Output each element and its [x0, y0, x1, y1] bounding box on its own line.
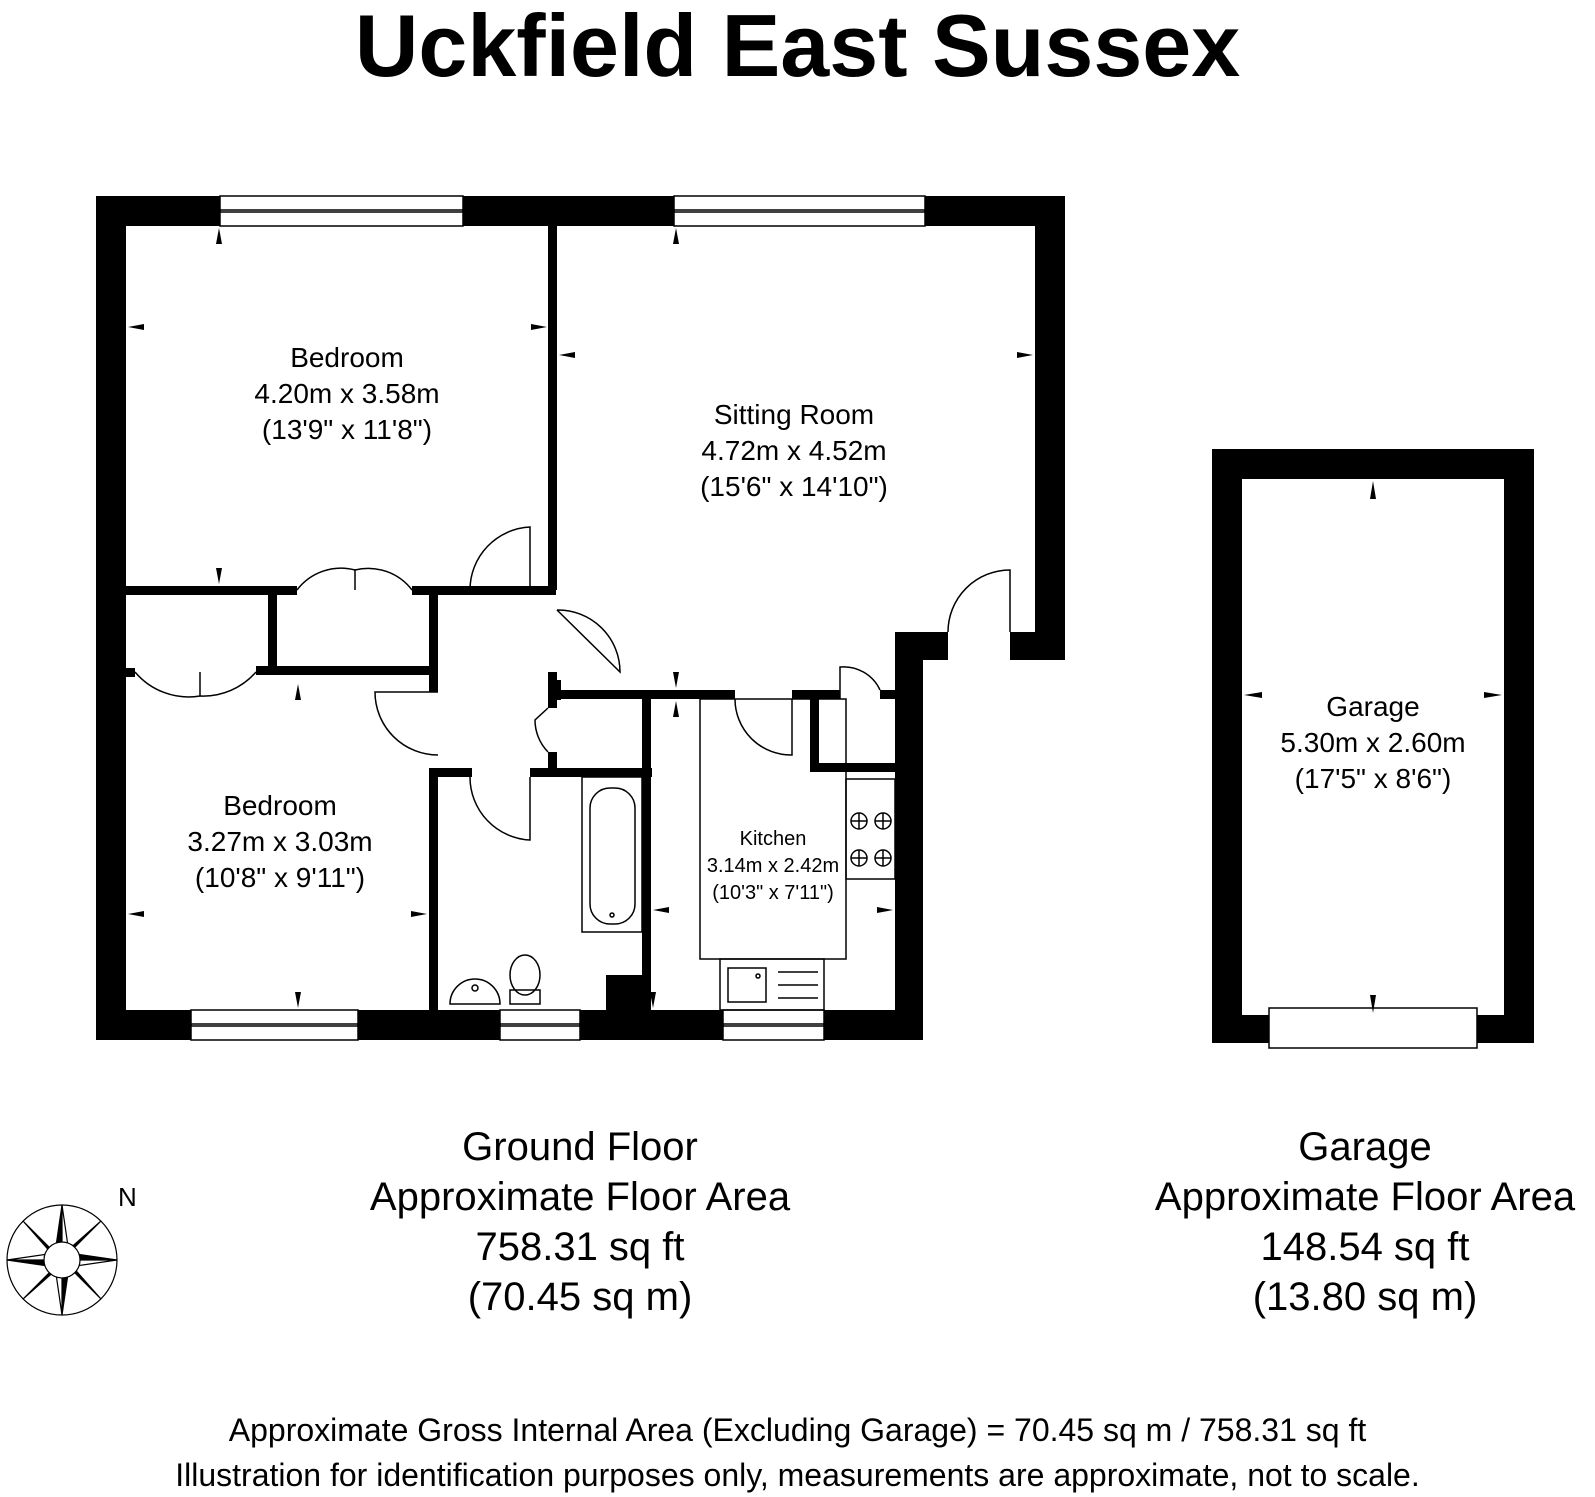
north-label: N — [118, 1182, 137, 1212]
room-label-sitting-room: Sitting Room 4.72m x 4.52m (15'6" x 14'1… — [664, 397, 924, 505]
ground-floor-summary: Ground Floor Approximate Floor Area 758.… — [330, 1122, 830, 1322]
room-label-kitchen: Kitchen 3.14m x 2.42m (10'3" x 7'11") — [700, 826, 846, 907]
room-size-metric: 4.20m x 3.58m — [254, 378, 440, 409]
room-name: Kitchen — [739, 828, 807, 850]
dimension-markers — [128, 228, 1502, 1013]
area-label: Approximate Floor Area — [1154, 1175, 1576, 1219]
room-size-metric: 3.27m x 3.03m — [187, 826, 373, 857]
gross-area-note: Approximate Gross Internal Area (Excludi… — [228, 1412, 1367, 1448]
room-size-imperial: (10'8" x 9'11") — [194, 862, 366, 893]
area-sqft: 758.31 sq ft — [475, 1225, 685, 1269]
room-size-imperial: (13'9" x 11'8") — [261, 414, 433, 445]
door-swings — [134, 526, 1011, 841]
plan-title: Uckfield East Sussex — [354, 0, 1241, 95]
compass-rose-icon — [6, 1204, 118, 1316]
room-label-bedroom-1: Bedroom 4.20m x 3.58m (13'9" x 11'8") — [232, 340, 462, 448]
floor-label: Garage — [1298, 1125, 1432, 1169]
ground-floor-walls — [96, 196, 1065, 1040]
room-size-imperial: (15'6" x 14'10") — [700, 471, 888, 502]
room-size-metric: 3.14m x 2.42m — [706, 855, 840, 877]
area-label: Approximate Floor Area — [369, 1175, 791, 1219]
floor-label: Ground Floor — [462, 1125, 698, 1169]
room-label-garage: Garage 5.30m x 2.60m (17'5" x 8'6") — [1250, 689, 1496, 797]
area-sqft: 148.54 sq ft — [1260, 1225, 1470, 1269]
garage-summary: Garage Approximate Floor Area 148.54 sq … — [1140, 1122, 1590, 1322]
fixtures — [449, 698, 896, 1011]
room-name: Sitting Room — [713, 399, 875, 430]
room-size-imperial: (10'3" x 7'11") — [712, 882, 834, 904]
room-name: Bedroom — [290, 342, 404, 373]
room-name: Bedroom — [223, 790, 337, 821]
disclaimer-note: Illustration for identification purposes… — [175, 1457, 1420, 1493]
window-frames — [190, 195, 926, 1041]
garage-walls — [1212, 449, 1534, 1043]
room-size-metric: 4.72m x 4.52m — [701, 435, 887, 466]
room-size-metric: 5.30m x 2.60m — [1280, 727, 1466, 758]
garage-door — [1268, 1007, 1478, 1049]
room-size-imperial: (17'5" x 8'6") — [1294, 763, 1452, 794]
room-label-bedroom-2: Bedroom 3.27m x 3.03m (10'8" x 9'11") — [160, 788, 400, 896]
room-name: Garage — [1326, 691, 1420, 722]
area-sqm: (13.80 sq m) — [1252, 1275, 1478, 1319]
area-sqm: (70.45 sq m) — [467, 1275, 693, 1319]
